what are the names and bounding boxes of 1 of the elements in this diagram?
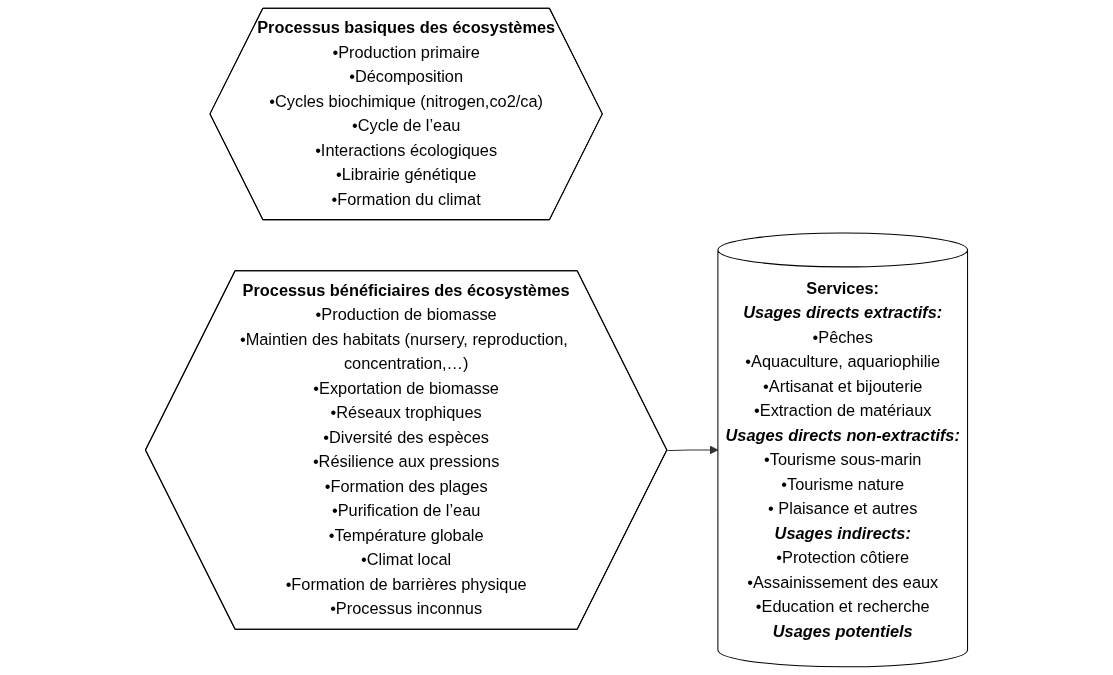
arrow <box>666 445 719 455</box>
